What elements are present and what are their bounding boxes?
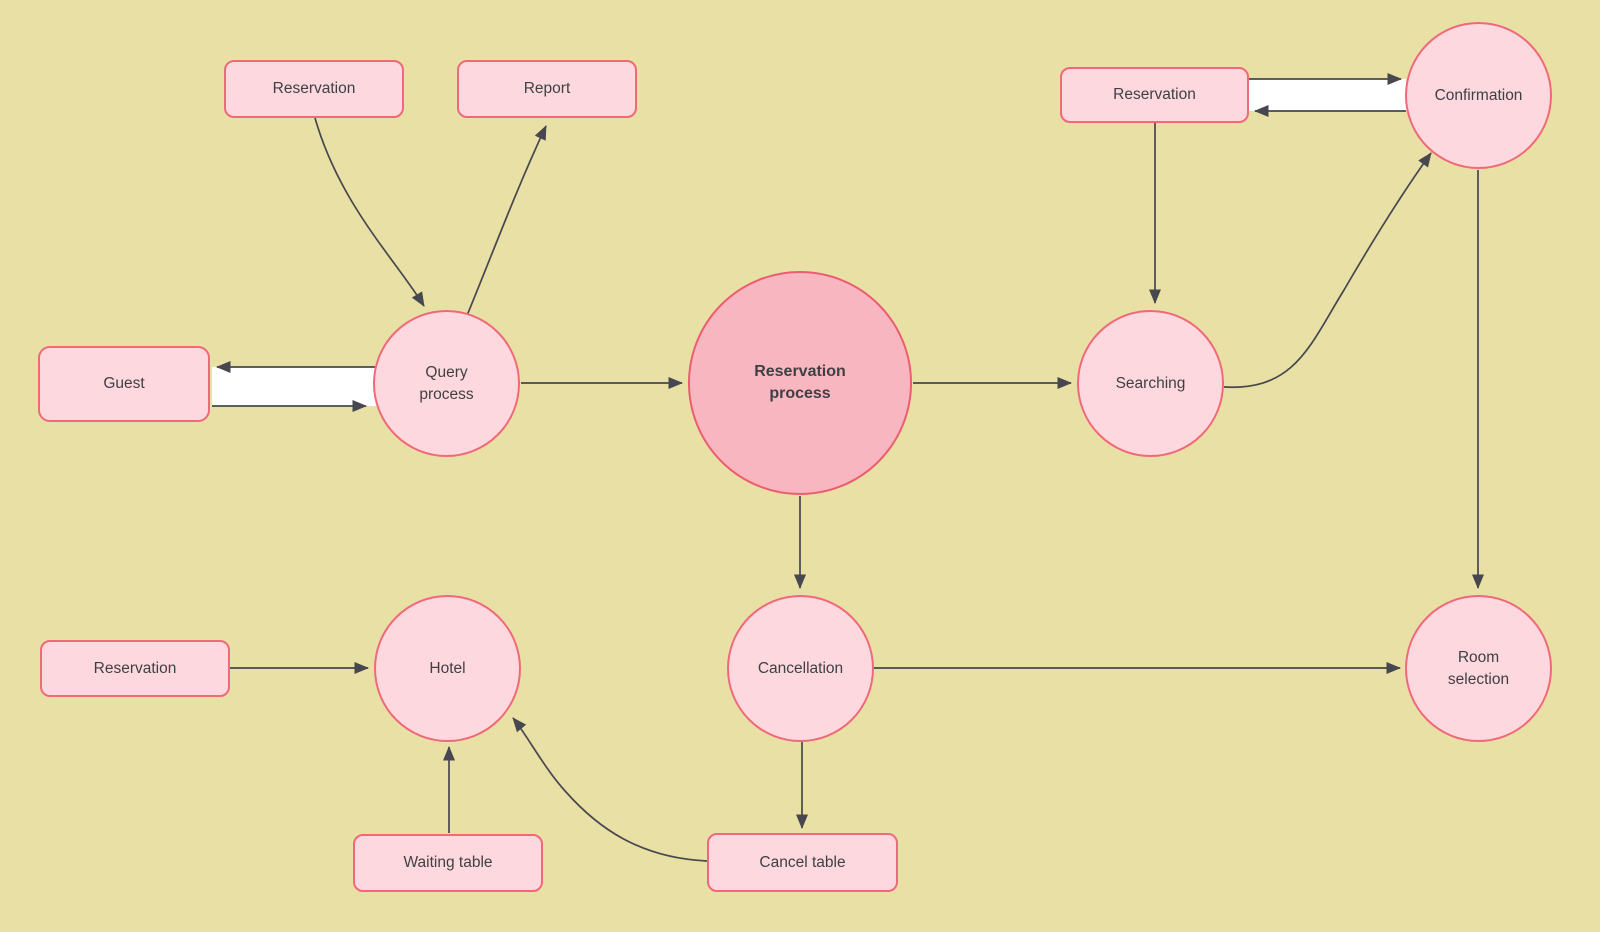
process-cancellation[interactable]: Cancellation — [727, 595, 874, 742]
process-room-selection-label: Room selection — [1447, 648, 1510, 688]
process-query-process-label: Query process — [419, 363, 474, 403]
process-query-process[interactable]: Query process — [373, 310, 520, 457]
entity-reservation-top-left[interactable]: Reservation — [224, 60, 404, 118]
entity-report[interactable]: Report — [457, 60, 637, 118]
entity-guest-label: Guest — [103, 375, 145, 393]
entity-guest[interactable]: Guest — [38, 346, 210, 422]
process-searching[interactable]: Searching — [1077, 310, 1224, 457]
entity-reservation-top-left-label: Reservation — [272, 80, 356, 98]
process-cancellation-label: Cancellation — [757, 659, 844, 677]
process-hotel[interactable]: Hotel — [374, 595, 521, 742]
entity-reservation-bottom-left-label: Reservation — [93, 659, 177, 677]
connector-searching-to-confirmation[interactable] — [1223, 152, 1432, 388]
connector-query-process-to-report[interactable] — [465, 125, 547, 319]
entity-reservation-top-right[interactable]: Reservation — [1060, 67, 1249, 123]
connector-reservation-tl-to-query-process[interactable] — [314, 117, 425, 307]
process-searching-label: Searching — [1115, 374, 1186, 392]
entity-reservation-top-right-label: Reservation — [1113, 86, 1196, 104]
entity-report-label: Report — [523, 80, 571, 98]
entity-cancel-table[interactable]: Cancel table — [707, 833, 898, 892]
process-reservation-process[interactable]: Reservation process — [688, 271, 912, 495]
process-reservation-process-label: Reservation process — [754, 362, 846, 402]
connector-band-guest-query-fill[interactable] — [212, 367, 377, 406]
process-confirmation-label: Confirmation — [1434, 86, 1523, 104]
entity-reservation-bottom-left[interactable]: Reservation — [40, 640, 230, 697]
entity-cancel-table-label: Cancel table — [759, 853, 846, 871]
entity-waiting-table-label: Waiting table — [403, 854, 493, 872]
connector-band-reservation-confirmation-fill[interactable] — [1249, 79, 1407, 111]
connector-cancel-table-to-hotel[interactable] — [512, 717, 708, 862]
process-room-selection[interactable]: Room selection — [1405, 595, 1552, 742]
process-hotel-label: Hotel — [429, 659, 466, 677]
entity-waiting-table[interactable]: Waiting table — [353, 834, 543, 892]
process-confirmation[interactable]: Confirmation — [1405, 22, 1552, 169]
